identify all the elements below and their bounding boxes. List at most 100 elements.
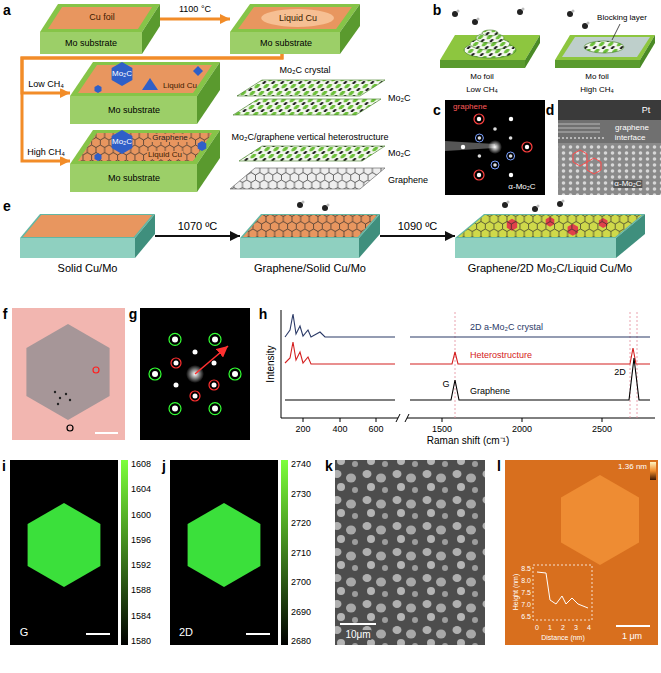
figure-label: 1 μm (622, 632, 642, 641)
figure-label: G (20, 627, 29, 638)
figure-label: 2740 (291, 460, 311, 469)
line-shape (303, 418, 304, 422)
figure-label: 7.5 (521, 589, 531, 596)
circle-shape (537, 205, 540, 208)
panel-letter: e (3, 199, 11, 213)
circle-shape (190, 391, 200, 401)
panel-letter: d (546, 103, 555, 117)
figure-label: 2 (561, 624, 565, 631)
edge-label: High CH₄ (26, 148, 66, 157)
node-text: Graphene/Solid Cu/Mo (254, 263, 366, 274)
line-shape (612, 24, 620, 40)
rect-shape (558, 100, 661, 120)
line-shape (246, 633, 270, 635)
line-shape (86, 633, 110, 635)
circle-shape (209, 380, 219, 390)
circle-shape (509, 117, 513, 121)
polygon-shape (95, 85, 102, 93)
node-text: Liquid Cu (279, 14, 317, 23)
polygon-shape (28, 503, 101, 587)
circle-shape (212, 361, 217, 366)
circle-shape (171, 358, 181, 368)
slab-node: Cu foilMo substrate (40, 4, 160, 54)
figure-label: 2000 (512, 425, 532, 434)
figure-label: 400 (332, 425, 347, 434)
rect-shape (455, 238, 616, 258)
circle-shape (209, 333, 221, 345)
polygon-shape (455, 214, 645, 238)
circle-shape (174, 383, 179, 388)
figure-label: Blocking layer (597, 14, 647, 22)
polygon-shape (112, 62, 133, 86)
rect-shape (558, 100, 661, 195)
panel-letter: i (2, 459, 6, 473)
circle-shape (212, 383, 217, 388)
polygon-shape (445, 141, 495, 151)
rect-shape (230, 32, 340, 54)
panel-letter: f (3, 307, 8, 321)
circle-shape (509, 136, 513, 140)
figure-label: 200 (295, 425, 310, 434)
polygon-shape (525, 35, 540, 68)
polygon-shape (561, 475, 639, 565)
slab-illustration (70, 62, 220, 124)
slab-node: Liquid CuMo substrate (230, 4, 360, 54)
ellipse-shape (584, 41, 624, 53)
figure-label: 6.5 (521, 613, 531, 620)
figure-label: Mo₂C/graphene vertical heterostructure (231, 133, 388, 142)
polygon-shape (142, 78, 158, 90)
polygon-shape (237, 80, 385, 96)
figure-label: Mo foil (585, 73, 609, 81)
node-text: Graphene (151, 134, 189, 142)
node-text: Mo substrate (108, 106, 160, 115)
arrow-connector (22, 54, 282, 161)
circle-shape (493, 127, 497, 131)
line-shape (396, 414, 400, 422)
figure-label: Mo₂C crystal (280, 66, 331, 75)
figure-label: 7.0 (521, 601, 531, 608)
panel-letter: k (325, 459, 333, 473)
polygon-shape (95, 153, 102, 161)
figure-label: 2710 (291, 548, 311, 557)
polygon-shape (78, 133, 212, 161)
figure-label: 1 (548, 624, 552, 631)
line-shape (281, 310, 282, 418)
figure-label: 1600 (131, 510, 151, 519)
circle-shape (67, 425, 73, 431)
node-text: Cu foil (89, 13, 115, 22)
polygon-shape (78, 65, 212, 93)
ellipse-shape (261, 9, 334, 27)
edge-label: 1090 ºC (397, 221, 439, 232)
polygon-shape (458, 215, 642, 237)
polygon-shape (188, 503, 261, 587)
circle-shape (478, 154, 482, 158)
circle-shape (59, 397, 61, 399)
figure-label: G (442, 380, 449, 389)
node-text: Liquid Cu (147, 151, 183, 159)
panel-letter: h (259, 307, 268, 321)
node-text: Mo₂C (112, 138, 132, 146)
panel-letter: c (433, 103, 441, 117)
rect-shape (240, 238, 359, 258)
circle-shape (509, 173, 513, 177)
node-text: Mo₂C (112, 70, 132, 78)
arrow-connector (22, 54, 282, 93)
circle-shape (457, 10, 460, 13)
node-text: Solid Cu/Mo (58, 263, 118, 274)
rect-shape (281, 460, 288, 645)
circle-shape (461, 145, 465, 149)
rect-shape (170, 460, 278, 645)
figure-label: Heterostructure (470, 351, 532, 360)
figure-label: 1584 (131, 611, 151, 620)
polygon-shape (240, 214, 380, 238)
line-shape (522, 418, 523, 422)
node-text: Liquid Cu (163, 82, 197, 90)
figure-label: 1580 (131, 637, 151, 646)
circle-shape (169, 403, 181, 415)
circle-shape (477, 117, 481, 121)
circle-shape (474, 170, 484, 180)
figure-label: 2D (179, 627, 193, 638)
figure-label: Distance (nm) (541, 634, 585, 641)
circle-shape (572, 10, 575, 13)
panel-letter: g (129, 307, 138, 321)
